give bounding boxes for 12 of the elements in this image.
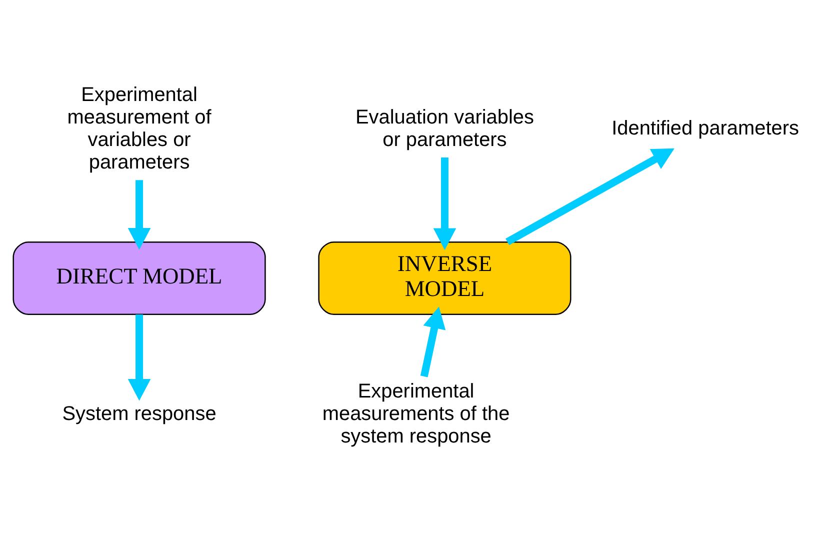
arrow [128,180,151,250]
arrow [506,148,674,246]
node-text: Evaluation variables or parameters [356,106,534,151]
arrow [420,306,446,378]
node-text: System response [62,403,216,426]
node-box: DIRECT MODEL [12,241,266,315]
arrow [433,158,456,250]
node-text: Experimental measurement of variables or parameters [67,84,212,174]
arrow [128,314,151,401]
node-box: INVERSE MODEL [318,241,572,315]
node-text: Identified parameters [612,118,799,140]
node-text: Experimental measurements of the system response [322,380,510,448]
